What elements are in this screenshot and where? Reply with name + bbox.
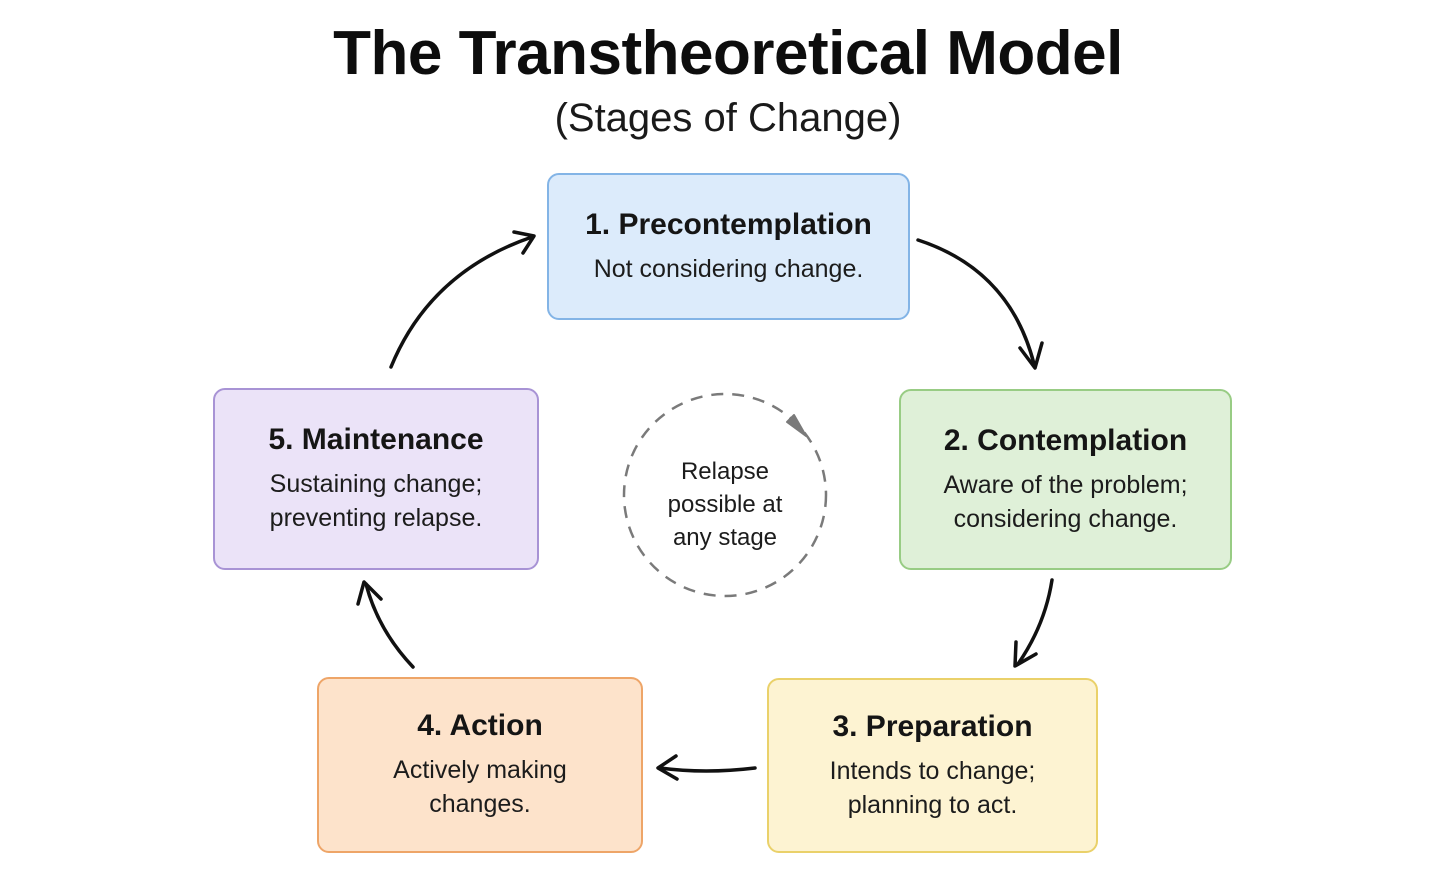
arrowhead-icon xyxy=(656,754,679,781)
stage-description: Not considering change. xyxy=(593,254,864,283)
arrowhead-icon xyxy=(356,580,383,606)
stage-maintenance-box: 5. Maintenance Sustaining change; preven… xyxy=(213,388,539,570)
diagram-title: The Transtheoretical Model xyxy=(333,19,1123,88)
arrow-precontemplation-to-contemplation xyxy=(916,238,1036,366)
stage-description: Aware of the problem; considering change… xyxy=(943,470,1188,533)
stage-description: Intends to change; planning to act. xyxy=(829,756,1036,819)
stage-title: 5. Maintenance xyxy=(268,423,484,456)
arrowhead-icon xyxy=(512,230,536,255)
stage-title: 2. Contemplation xyxy=(943,423,1188,457)
relapse-arrowhead-icon xyxy=(786,414,807,437)
relapse-note: Relapse possible at any stage xyxy=(667,458,783,551)
arrow-action-to-maintenance xyxy=(364,582,415,669)
relapse-dashed-circle xyxy=(622,392,828,598)
diagram-subtitle: (Stages of Change) xyxy=(554,96,902,140)
arrow-contemplation-to-preparation xyxy=(1016,578,1054,666)
stage-title: 4. Action xyxy=(417,709,543,742)
stage-description: Actively making changes. xyxy=(393,756,567,818)
arrow-maintenance-to-precontemplation xyxy=(389,235,534,369)
stage-contemplation-box: 2. Contemplation Aware of the problem; c… xyxy=(899,389,1232,570)
stage-title: 3. Preparation xyxy=(832,709,1033,743)
stage-precontemplation-box: 1. Precontemplation Not considering chan… xyxy=(547,173,910,320)
stage-title: 1. Precontemplation xyxy=(585,207,872,241)
stage-preparation-box: 3. Preparation Intends to change; planni… xyxy=(767,678,1098,853)
arrow-preparation-to-action xyxy=(658,766,757,773)
stage-action-box: 4. Action Actively making changes. xyxy=(317,677,643,853)
arrowhead-icon xyxy=(1013,640,1038,668)
arrowhead-icon xyxy=(1018,341,1044,370)
stage-description: Sustaining change; preventing relapse. xyxy=(269,470,483,532)
